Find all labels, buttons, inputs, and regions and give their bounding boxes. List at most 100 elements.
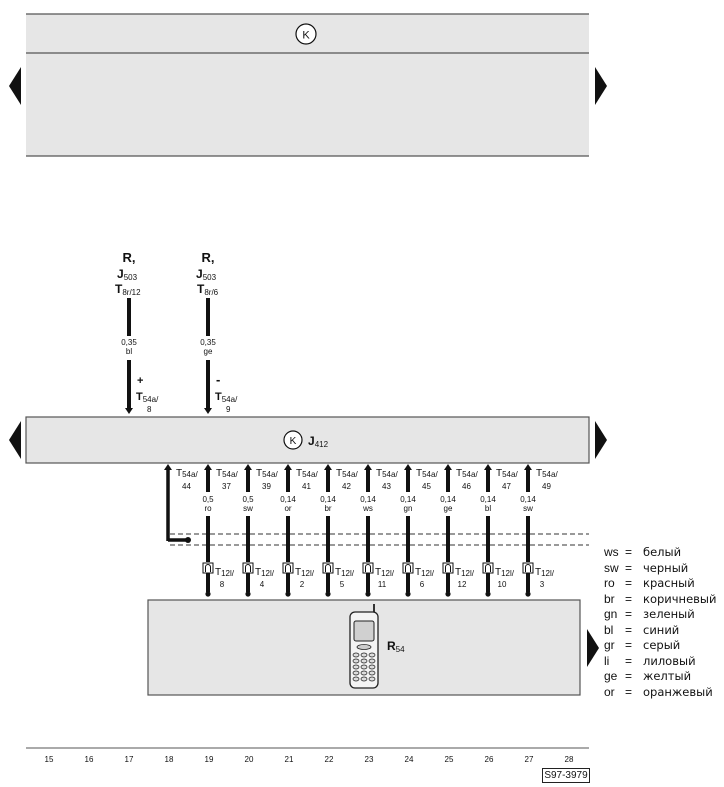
wire-pin-bottom: T12l/	[335, 567, 355, 578]
wire-color: ws	[362, 504, 373, 513]
continue-right-arrow-icon[interactable]	[587, 629, 599, 667]
wire-gauge: 0,14	[400, 495, 416, 504]
k-symbol-icon: K	[295, 23, 317, 45]
input-wire-2: R, J503 T8r/6 0,35 ge - T54a/ 9	[196, 250, 238, 414]
wire-pin-top-number: 45	[422, 482, 431, 491]
wire-pin-bottom: T12l/	[255, 567, 275, 578]
scale-number: 24	[405, 755, 414, 764]
scale-number: 16	[85, 755, 94, 764]
wire-color: br	[324, 504, 331, 513]
legend-code: or	[604, 684, 615, 699]
input-2-pin-number: 9	[226, 405, 231, 414]
middle-unit-symbol: K	[290, 436, 297, 447]
legend-code: gn	[604, 607, 618, 621]
scale-number: 26	[485, 755, 494, 764]
wire-pin-bottom: T12l/	[495, 567, 515, 578]
input-2-gauge: 0,35	[200, 338, 216, 347]
scale-number: 27	[525, 755, 534, 764]
middle-control-unit-j412: K J412	[9, 416, 607, 464]
wire-pin-bottom: T12l/	[295, 567, 315, 578]
shield-lines	[170, 533, 589, 546]
legend-row: gn = зеленый	[604, 607, 716, 623]
legend-equals: =	[625, 607, 633, 621]
wire-pin-top: T54a/	[296, 468, 318, 479]
wire-pin-bottom-number: 5	[340, 580, 345, 589]
input-1-gauge: 0,35	[121, 338, 137, 347]
wire-pin-top-number: 47	[502, 482, 511, 491]
legend-row: ge=желтый	[604, 669, 716, 685]
scale-number: 28	[565, 755, 574, 764]
legend-equals: =	[625, 545, 633, 559]
wire-gauge: 0,14	[360, 495, 376, 504]
wire-color: sw	[523, 504, 533, 513]
legend-name: желтый	[643, 669, 692, 683]
input-2-connector: T8r/6	[197, 282, 219, 297]
legend-row: sw=черный	[604, 561, 716, 577]
legend-row: li=лиловый	[604, 654, 716, 670]
wire-color: ge	[444, 504, 453, 513]
wire-gauge: 0,14	[480, 495, 496, 504]
wire-pin-bottom-number: 10	[498, 580, 507, 589]
wire-color: bl	[485, 504, 491, 513]
legend-name: зеленый	[643, 607, 695, 621]
input-2-color: ge	[204, 347, 213, 356]
wire-pin-top: T54a/	[376, 468, 398, 479]
legend-code: ro	[604, 576, 615, 590]
k-symbol-icon: K	[283, 430, 303, 450]
wire-pin-bottom-number: 2	[300, 580, 305, 589]
continue-right-arrow-icon[interactable]	[595, 67, 607, 105]
wire-pin-top-number: 44	[182, 482, 191, 491]
scale-number: 21	[285, 755, 294, 764]
legend-row: ro = красный	[604, 576, 716, 592]
input-1-ref: R,	[123, 250, 136, 265]
legend-code: br	[604, 591, 615, 606]
legend-equals: =	[625, 653, 633, 668]
scale-number: 18	[165, 755, 174, 764]
output-wire: T54a/44	[164, 464, 198, 543]
legend-code: bl	[604, 622, 614, 637]
wire-pin-bottom-number: 8	[220, 580, 225, 589]
scale-number: 15	[45, 755, 54, 764]
wire-pin-top: T54a/	[536, 468, 558, 479]
legend-equals: =	[625, 560, 633, 575]
top-control-unit: K	[9, 13, 607, 157]
scale-number: 22	[325, 755, 334, 764]
input-2-ref: R,	[202, 250, 215, 265]
wire-pin-bottom-number: 6	[420, 580, 425, 589]
output-wires: T54a/44T54a/370,5roT12l/8T54a/390,5swT12…	[164, 464, 558, 597]
legend-equals: =	[625, 622, 633, 637]
wire-pin-bottom: T12l/	[415, 567, 435, 578]
wire-pin-top-number: 43	[382, 482, 391, 491]
legend-name: черный	[643, 560, 689, 575]
legend-name: красный	[643, 576, 695, 590]
wire-pin-top: T54a/	[256, 468, 278, 479]
input-1-color: bl	[126, 347, 132, 356]
input-2-sign: -	[216, 372, 220, 387]
scale-number: 17	[125, 755, 134, 764]
legend-equals: =	[625, 576, 633, 590]
wire-pin-top-number: 39	[262, 482, 271, 491]
wire-pin-top: T54a/	[216, 468, 238, 479]
wire-pin-top: T54a/	[456, 468, 478, 479]
wire-pin-top: T54a/	[496, 468, 518, 479]
continue-right-arrow-icon[interactable]	[595, 421, 607, 459]
legend-equals: =	[625, 669, 633, 683]
continue-left-arrow-icon[interactable]	[9, 67, 21, 105]
wire-pin-bottom: T12l/	[535, 567, 555, 578]
input-1-sign: +	[137, 375, 143, 387]
legend-row: gr=серый	[604, 638, 716, 654]
wire-color: gn	[404, 504, 413, 513]
scale-number: 23	[365, 755, 374, 764]
scale-number: 20	[245, 755, 254, 764]
continue-left-arrow-icon[interactable]	[9, 421, 21, 459]
legend-code: li	[604, 653, 610, 668]
